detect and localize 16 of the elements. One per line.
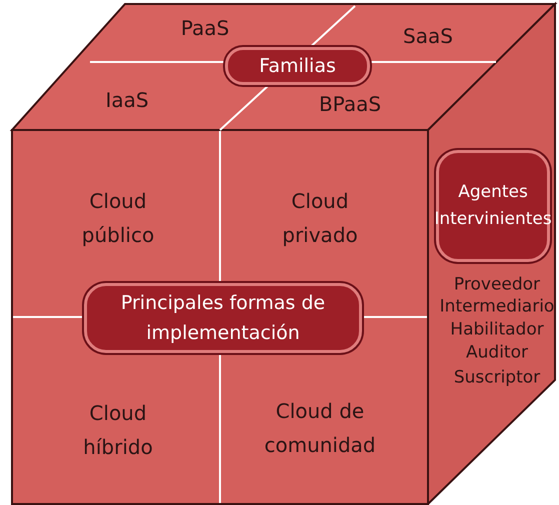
- agent-label: Intermediario: [438, 296, 556, 318]
- agent-label: Auditor: [465, 342, 529, 364]
- face-label: IaaS: [105, 87, 149, 114]
- rounded-label-box: Principales formas de implementación: [84, 283, 362, 353]
- rounded-label-box: Familias: [225, 47, 370, 85]
- face-label: SaaS: [403, 23, 453, 50]
- rounded-label-box: Agentes Intervinientes: [436, 150, 550, 262]
- face-label: Cloud de comunidad: [263, 398, 377, 459]
- face-label: Cloud público: [80, 188, 156, 249]
- agent-label: Suscriptor: [452, 367, 542, 389]
- face-label: Cloud privado: [281, 188, 359, 249]
- agent-label: Proveedor: [452, 274, 542, 296]
- face-label: BPaaS: [318, 91, 382, 118]
- face-label: Cloud híbrido: [82, 400, 154, 461]
- agent-label: Habilitador: [449, 319, 545, 341]
- face-label: PaaS: [180, 15, 230, 42]
